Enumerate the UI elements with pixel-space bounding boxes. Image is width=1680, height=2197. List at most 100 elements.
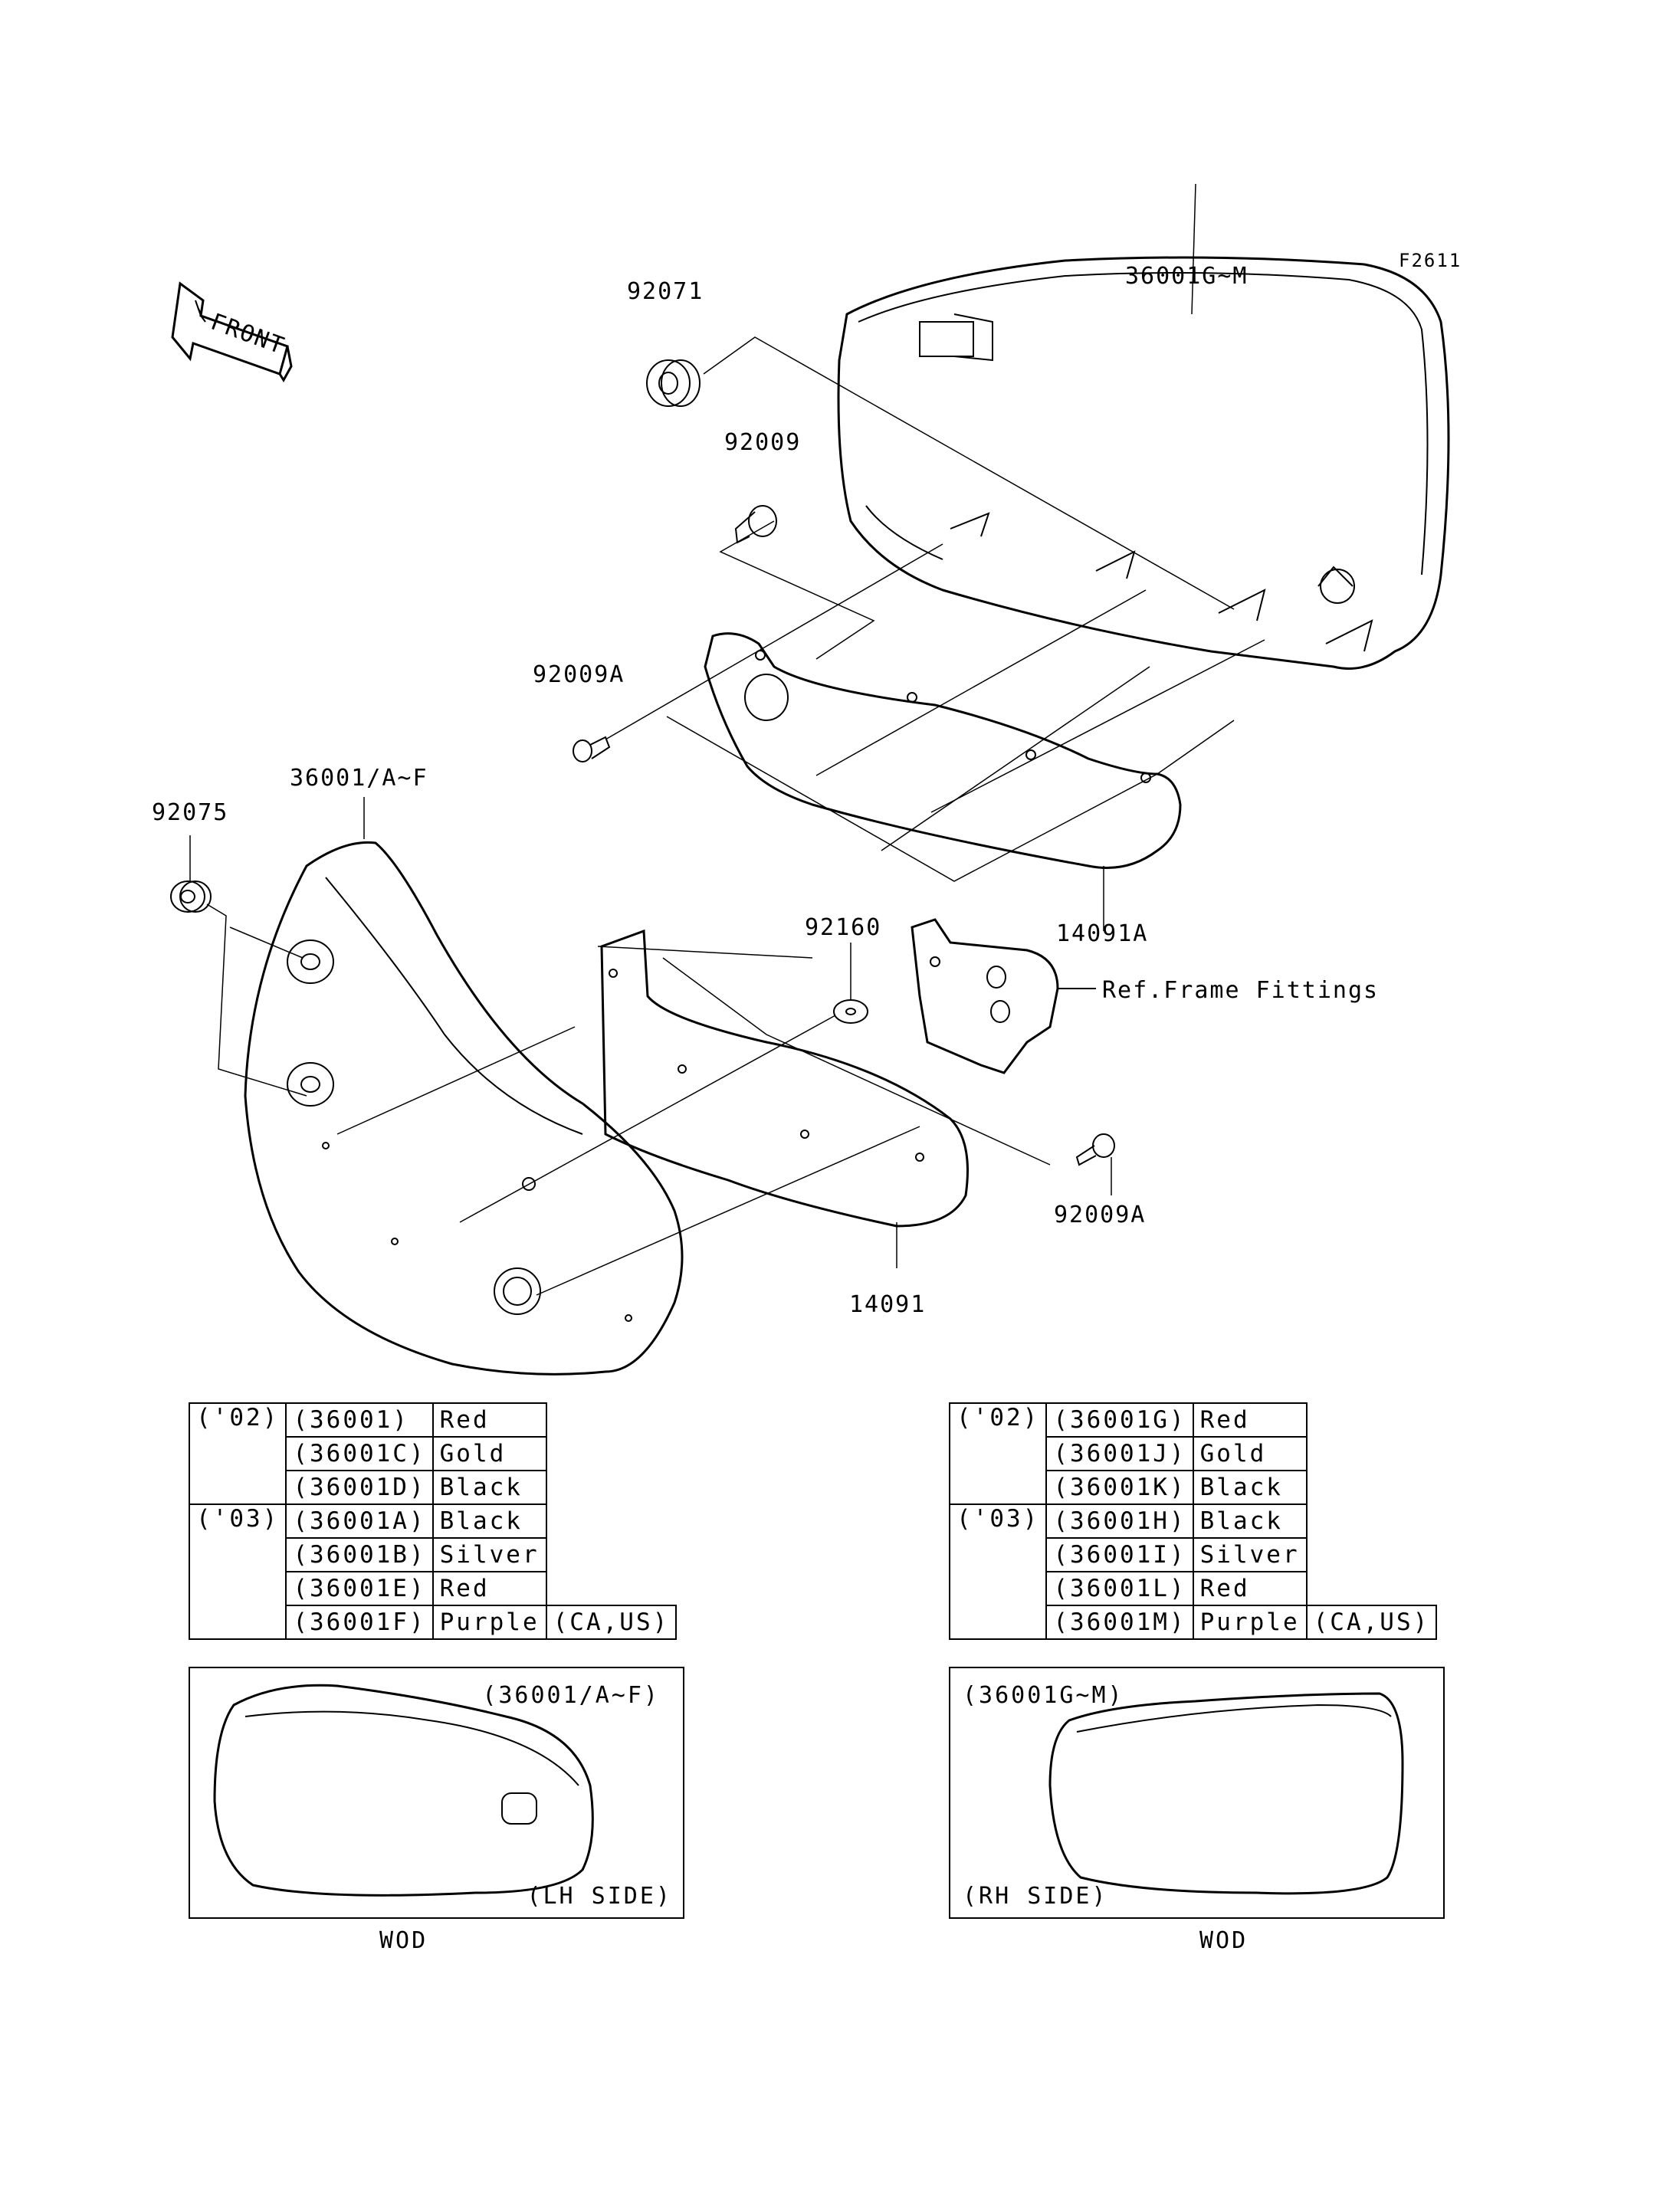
grommet-92075-icon xyxy=(170,880,212,913)
callout-36001-a-f: 36001/A~F xyxy=(290,765,428,792)
color-cell: Silver xyxy=(431,1537,547,1572)
panel-14091a-drawing xyxy=(704,632,1182,869)
color-cell: Purple xyxy=(431,1605,547,1640)
note-cell xyxy=(546,1538,677,1572)
leader-lines-upper xyxy=(605,183,1265,931)
rh-variant-part-label: (36001G~M) xyxy=(963,1682,1124,1709)
rh-variant-caption: WOD xyxy=(1199,1927,1249,1954)
lh-variant-part-label: (36001/A~F) xyxy=(482,1682,660,1709)
note-cell xyxy=(1307,1572,1437,1605)
table-row: ('02)(36001)Red xyxy=(188,1402,677,1438)
part-code-cell: (36001D) xyxy=(285,1470,434,1505)
note-cell xyxy=(1307,1504,1437,1538)
grommet-92071-icon xyxy=(646,359,701,407)
year-cell xyxy=(188,1437,287,1471)
callout-92009: 92009 xyxy=(724,429,801,456)
front-arrow-icon xyxy=(171,281,293,382)
callout-14091a: 14091A xyxy=(1056,920,1148,947)
lh-side-cover-drawing xyxy=(244,841,684,1376)
year-cell xyxy=(188,1572,287,1605)
rh-side-cover-drawing xyxy=(837,256,1450,670)
part-code-cell: (36001F) xyxy=(285,1605,434,1640)
color-cell: Red xyxy=(1192,1402,1308,1438)
table-row: (36001I)Silver xyxy=(948,1537,1437,1572)
year-cell xyxy=(948,1437,1048,1471)
year-cell: ('03) xyxy=(188,1503,287,1538)
color-cell: Red xyxy=(431,1571,547,1606)
table-row: (36001M)Purple(CA,US) xyxy=(948,1605,1438,1640)
part-code-cell: (36001B) xyxy=(285,1537,434,1572)
color-cell: Black xyxy=(431,1503,547,1539)
part-code-cell: (36001G) xyxy=(1045,1402,1194,1438)
table-row: (36001K)Black xyxy=(948,1470,1437,1505)
color-cell: Red xyxy=(431,1402,547,1438)
callout-ref-frame-fittings: Ref.Frame Fittings xyxy=(1102,977,1379,1004)
rh-variant-side-label: (RH SIDE) xyxy=(963,1883,1108,1910)
lh-variant-shape xyxy=(213,1684,594,1897)
note-cell xyxy=(546,1471,677,1504)
color-cell: Black xyxy=(431,1470,547,1505)
table-row: ('03)(36001A)Black xyxy=(188,1503,677,1539)
year-cell xyxy=(188,1471,287,1504)
part-code-cell: (36001L) xyxy=(1045,1571,1194,1606)
table-row: (36001D)Black xyxy=(188,1470,677,1505)
color-cell: Purple xyxy=(1192,1605,1308,1640)
part-code-cell: (36001J) xyxy=(1045,1436,1194,1471)
part-code-cell: (36001M) xyxy=(1045,1605,1194,1640)
table-row: (36001C)Gold xyxy=(188,1436,677,1471)
color-cell: Red xyxy=(1192,1571,1308,1606)
lh-variant-caption: WOD xyxy=(379,1927,428,1954)
part-code-cell: (36001A) xyxy=(285,1503,434,1539)
leader-lines-lower xyxy=(189,797,1112,1296)
washer-92160-icon xyxy=(833,999,868,1024)
frame-fitting-bracket-drawing xyxy=(911,918,1096,1074)
part-code-cell: (36001E) xyxy=(285,1571,434,1606)
callout-92075: 92075 xyxy=(152,799,228,826)
part-code-cell: (36001K) xyxy=(1045,1470,1194,1505)
table-row: (36001J)Gold xyxy=(948,1436,1437,1471)
rh-color-variant-table: ('02)(36001G)Red(36001J)Gold(36001K)Blac… xyxy=(948,1402,1438,1640)
note-cell xyxy=(546,1437,677,1471)
callout-92160: 92160 xyxy=(805,914,881,941)
year-cell xyxy=(948,1572,1048,1605)
table-row: (36001L)Red xyxy=(948,1571,1437,1606)
note-cell xyxy=(1307,1471,1437,1504)
lh-variant-side-label: (LH SIDE) xyxy=(527,1883,672,1910)
year-cell xyxy=(188,1605,287,1640)
color-cell: Black xyxy=(1192,1503,1308,1539)
table-row: (36001B)Silver xyxy=(188,1537,677,1572)
table-row: (36001F)Purple(CA,US) xyxy=(188,1605,678,1640)
color-cell: Black xyxy=(1192,1470,1308,1505)
year-cell xyxy=(948,1471,1048,1504)
year-cell xyxy=(188,1538,287,1572)
note-cell xyxy=(1307,1437,1437,1471)
bolt-92009a-top-icon xyxy=(573,736,611,762)
part-code-cell: (36001C) xyxy=(285,1436,434,1471)
table-row: (36001E)Red xyxy=(188,1571,677,1606)
rh-variant-shape xyxy=(1048,1692,1404,1895)
note-cell xyxy=(546,1504,677,1538)
year-cell: ('02) xyxy=(948,1402,1048,1437)
color-cell: Gold xyxy=(431,1436,547,1471)
note-cell xyxy=(546,1572,677,1605)
callout-92009a-bottom: 92009A xyxy=(1054,1202,1146,1228)
note-cell xyxy=(1307,1538,1437,1572)
year-cell: ('03) xyxy=(948,1503,1048,1538)
table-row: ('03)(36001H)Black xyxy=(948,1503,1437,1539)
callout-92071: 92071 xyxy=(627,278,704,305)
table-row: ('02)(36001G)Red xyxy=(948,1402,1436,1438)
color-cell: Gold xyxy=(1192,1436,1308,1471)
bolt-92009-icon xyxy=(734,505,777,544)
note-cell: (CA,US) xyxy=(1305,1605,1438,1640)
callout-92009a-top: 92009A xyxy=(533,661,625,688)
note-cell xyxy=(546,1403,677,1437)
note-cell: (CA,US) xyxy=(545,1605,678,1640)
part-code-cell: (36001H) xyxy=(1045,1503,1194,1539)
part-code-cell: (36001) xyxy=(285,1402,434,1438)
lh-variant-box: (36001/A~F) (LH SIDE) xyxy=(189,1667,684,1919)
callout-36001g-m: 36001G~M xyxy=(1125,263,1249,290)
part-code-cell: (36001I) xyxy=(1045,1537,1194,1572)
bolt-92009a-bottom-icon xyxy=(1075,1133,1115,1166)
year-cell: ('02) xyxy=(188,1402,287,1437)
